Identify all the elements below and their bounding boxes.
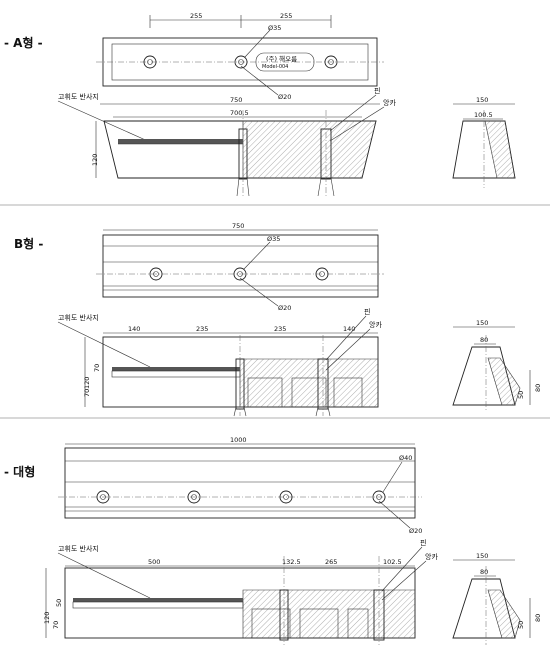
b-dim-235-a: 235 [196,325,208,333]
a-dim-700-5: 700.5 [230,109,249,117]
b-dim-70-a: 70 [93,364,101,372]
c-dim-1000: 1000 [230,436,247,444]
c-reflector-strip [73,598,243,602]
c-dim-120: 120 [43,612,51,624]
b-label-anchor: 앙카 [369,320,382,329]
c-dim-132-5: 132.5 [282,558,301,566]
b-dim-140-left: 140 [128,325,140,333]
section-a: - A형 - 255 255 (주) 해오름 Model-004 Ø35 Ø20… [4,12,516,198]
a-side-150: 150 [476,96,488,104]
b-dim-750: 750 [232,222,244,230]
c-label-reflector: 고휘도 반사지 [58,544,99,553]
b-label-pin: 핀 [364,307,370,316]
b-reflector-strip [112,367,240,371]
c-side-dim-50: 50 [517,621,525,629]
section-a-title: - A형 - [4,35,43,50]
b-dim-235-b: 235 [274,325,286,333]
a-front-hatch [242,120,377,179]
nameplate-line1: (주) 해오름 [266,54,297,63]
c-hole-dia40: Ø40 [399,454,412,462]
c-hole-2 [187,490,201,504]
c-dim-50: 50 [55,599,63,607]
section-c-title: - 대형 [4,464,35,479]
c-dim-265: 265 [325,558,337,566]
a-hole-3 [324,55,338,69]
c-front-hatch [242,589,416,639]
c-hole-dia20: Ø20 [409,527,422,535]
c-hole-1 [96,490,110,504]
a-dim-120: 120 [91,154,99,166]
b-dim-140-right: 140 [343,325,355,333]
c-side-80: 80 [480,568,488,576]
a-reflector-strip [118,139,243,144]
dim-a-255-right: 255 [280,12,292,20]
b-side-dim-80: 80 [534,384,542,392]
dim-a-255-left: 255 [190,12,202,20]
section-b-title: B형 - [14,236,43,251]
b-front-hatch [239,358,379,408]
a-nameplate [255,52,315,72]
section-b: B형 - 750 Ø35 Ø20 140 235 235 140 고휘도 반사지 [14,222,542,417]
c-hole-4 [372,490,386,504]
b-label-reflector: 고휘도 반사지 [58,313,99,322]
a-hole-dia35: Ø35 [268,24,281,32]
b-side-150: 150 [476,319,488,327]
a-label-reflector: 고휘도 반사지 [58,92,99,101]
b-hole-dia35: Ø35 [267,235,280,243]
nameplate-line2: Model-004 [262,64,288,70]
b-side-dim-50: 50 [517,391,525,399]
b-plan-outer [102,234,379,298]
a-label-anchor: 앙카 [383,98,396,107]
a-hole-2 [234,55,248,69]
c-dim-500: 500 [148,558,160,566]
a-side-100-5: 100.5 [474,111,493,119]
c-side-dim-80: 80 [534,614,542,622]
a-dim-750: 750 [230,96,242,104]
a-hole-dia20: Ø20 [278,93,291,101]
b-side-80: 80 [480,336,488,344]
c-plan-outer [64,447,416,519]
c-label-anchor: 앙카 [425,552,438,561]
b-hole-1 [149,267,163,281]
b-hole-dia20: Ø20 [278,304,291,312]
b-hole-3 [315,267,329,281]
c-label-pin: 핀 [420,538,426,547]
section-c: - 대형 1000 Ø40 Ø20 500 132.5 102.5 고휘도 반사… [4,436,542,645]
b-hole-2 [233,267,247,281]
a-label-pin: 핀 [374,86,380,95]
c-side-150: 150 [476,552,488,560]
c-dim-70: 70 [52,621,60,629]
c-hole-3 [279,490,293,504]
b-dim-120: 120 [83,377,91,389]
a-hole-1 [143,55,157,69]
b-dim-70-b: 70 [83,389,91,397]
c-dim-102-5: 102.5 [383,558,402,566]
